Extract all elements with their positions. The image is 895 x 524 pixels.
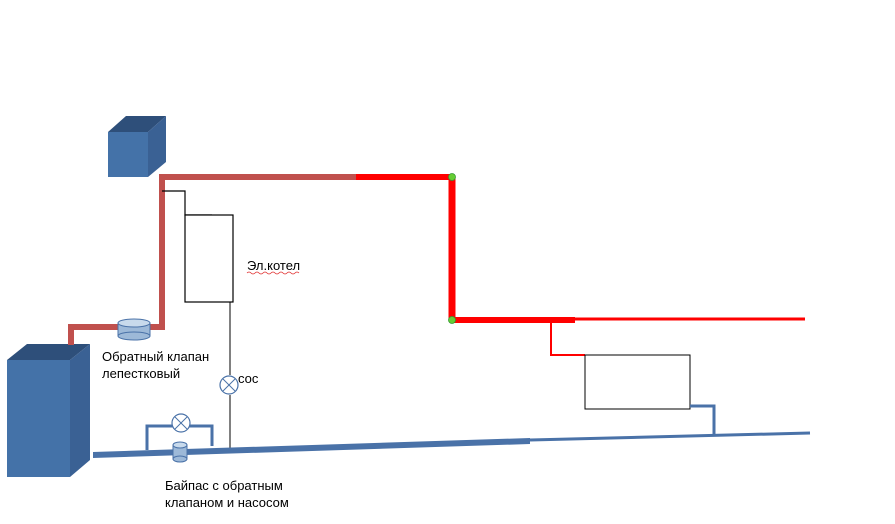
- expansion-tank-front: [108, 132, 148, 177]
- supply-pipe-bright: [356, 174, 805, 356]
- expansion-tank-top: [108, 116, 166, 132]
- main-boiler-front: [7, 360, 70, 477]
- check-valve-icon: [117, 318, 151, 341]
- check-valve-label-line2: лепестковый: [102, 366, 180, 381]
- radiator-supply-branch: [550, 320, 585, 356]
- electric-boiler-label: Эл.котел: [247, 258, 300, 273]
- spellcheck-underline: [246, 271, 300, 275]
- bypass-label-line1: Байпас с обратным: [165, 478, 283, 493]
- main-boiler: [7, 344, 90, 477]
- joint-lower-icon: [448, 316, 456, 324]
- radiator-return-branch: [690, 404, 716, 434]
- pump-icon: [219, 375, 239, 395]
- return-main-thin: [529, 431, 811, 442]
- main-boiler-top: [7, 344, 90, 360]
- check-valve-label-line1: Обратный клапан: [102, 349, 209, 364]
- expansion-tank: [108, 116, 166, 177]
- expansion-tank-side: [148, 116, 166, 177]
- supply-pipe-dark: [68, 174, 356, 345]
- electric-boiler-feed-line: [162, 190, 212, 216]
- supply-riser-pipe: [150, 174, 356, 330]
- bypass-check-valve-icon: [172, 441, 188, 463]
- bypass-label-line2: клапаном и насосом: [165, 495, 289, 510]
- radiator: [584, 354, 691, 410]
- boiler-outlet-pipe: [68, 324, 118, 345]
- bypass-valve-icon: [171, 413, 191, 433]
- joint-top-icon: [448, 173, 456, 181]
- electric-boiler-box: [184, 214, 234, 303]
- bypass-group: [145, 413, 214, 463]
- pump-label: сос: [238, 371, 259, 386]
- main-boiler-side: [70, 344, 90, 477]
- return-main-thick: [93, 438, 530, 458]
- return-pipe: [93, 431, 811, 458]
- electric-boiler-group: [162, 190, 234, 450]
